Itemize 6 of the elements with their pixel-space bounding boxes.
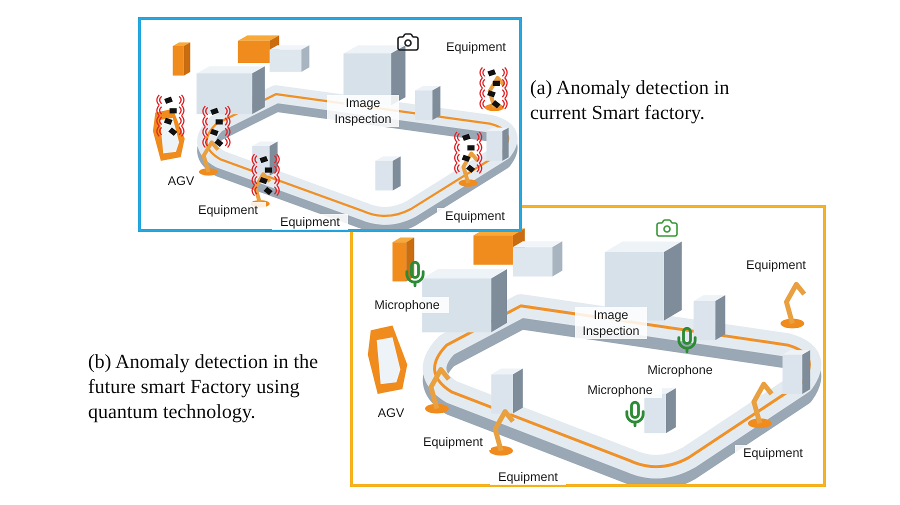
panel-caption: (b) Anomaly detection in the future smart Factory using quantum technology.: [88, 350, 319, 425]
part-label: Image Inspection: [575, 307, 647, 339]
part-label: Equipment: [490, 469, 566, 485]
panel-caption: (a) Anomaly detection in current Smart factory.: [530, 76, 730, 126]
part-label: Equipment: [272, 214, 348, 230]
part-label: Image Inspection: [327, 95, 399, 127]
